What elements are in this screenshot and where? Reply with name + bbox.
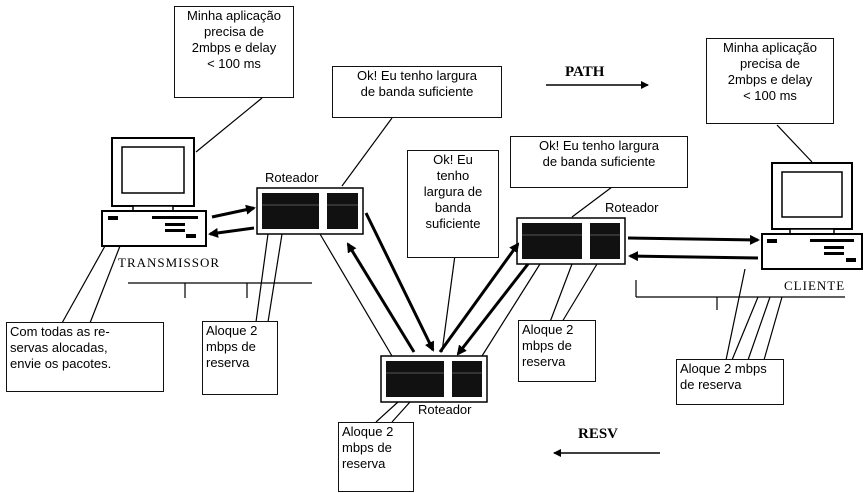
transmissor-label: TRANSMISSOR (118, 255, 221, 270)
router-right (516, 217, 626, 265)
callout-pointers (61, 97, 813, 423)
router-left-label: Roteador (265, 170, 319, 185)
path-label: PATH (565, 64, 605, 80)
sender-lan (128, 282, 312, 298)
resv-label: RESV (578, 426, 619, 442)
router-bottom (380, 355, 488, 403)
cliente-label: CLIENTE (784, 278, 846, 293)
reserve-left-callout: Aloque 2 mbps de reserva (202, 321, 278, 395)
router-left (256, 187, 364, 235)
client-lan (635, 280, 845, 310)
reserve-client-callout: Aloque 2 mbps de reserva (676, 359, 784, 405)
router-right-ok-callout: Ok! Eu tenho largura de banda suficiente (510, 136, 688, 188)
reserve-right-callout: Aloque 2 mbps de reserva (518, 320, 596, 382)
router-right-label: Roteador (605, 200, 659, 215)
router-bottom-label: Roteador (418, 402, 472, 417)
router-links (319, 233, 541, 357)
router-bottom-ok-callout: Ok! Eu tenho largura de banda suficiente (407, 150, 499, 258)
sender-send-callout: Com todas as re- servas alocadas, envie … (6, 322, 164, 392)
message-arrows (208, 204, 760, 356)
client-requirement-callout: Minha aplicação precisa de 2mbps e delay… (706, 38, 834, 124)
transmissor-computer (101, 137, 207, 247)
sender-requirement-callout: Minha aplicação precisa de 2mbps e delay… (174, 6, 294, 98)
router-left-ok-callout: Ok! Eu tenho largura de banda suficiente (332, 66, 502, 118)
cliente-computer (761, 162, 863, 270)
reserve-bottom-callout: Aloque 2 mbps de reserva (338, 422, 414, 492)
